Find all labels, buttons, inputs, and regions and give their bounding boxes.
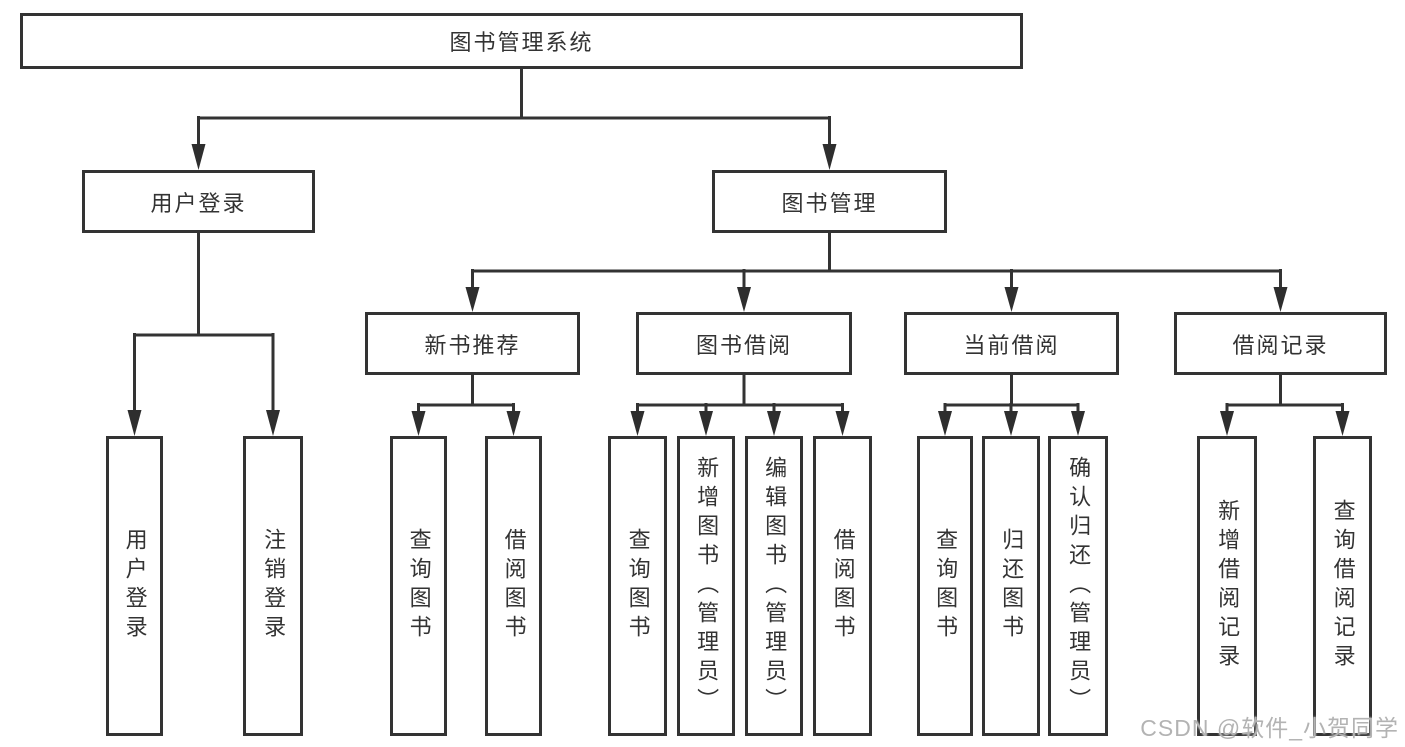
leaf-borrowing-borrow-books: 借阅图书 — [813, 436, 872, 736]
leaf-borrowing-add-books-admin: 新增图书（管理员） — [677, 436, 735, 736]
leaf-label: 归还图书 — [999, 528, 1025, 644]
leaf-borrowing-edit-books-admin: 编辑图书（管理员） — [745, 436, 803, 736]
leaf-label: 查询借阅记录 — [1330, 499, 1356, 673]
node-library-management-system: 图书管理系统 — [20, 13, 1023, 69]
node-label: 用户登录 — [150, 190, 247, 216]
leaf-current-return-books: 归还图书 — [982, 436, 1040, 736]
node-new-book-recommendation: 新书推荐 — [365, 312, 580, 375]
leaf-records-add-borrow-record: 新增借阅记录 — [1197, 436, 1257, 736]
node-current-borrowing: 当前借阅 — [904, 312, 1119, 375]
leaf-label: 查询图书 — [625, 528, 651, 644]
leaf-newrec-borrow-books: 借阅图书 — [485, 436, 542, 736]
leaf-label: 注销登录 — [261, 528, 287, 644]
leaf-label: 查询图书 — [406, 528, 432, 644]
leaf-logout-login: 注销登录 — [243, 436, 303, 736]
node-label: 图书管理 — [781, 190, 878, 216]
leaf-label: 借阅图书 — [830, 528, 856, 644]
leaf-current-confirm-return-admin: 确认归还（管理员） — [1048, 436, 1108, 736]
node-label: 当前借阅 — [963, 332, 1060, 358]
node-label: 借阅记录 — [1232, 332, 1329, 358]
leaf-label: 编辑图书（管理员） — [762, 455, 788, 717]
csdn-watermark: CSDN @软件_小贺同学 — [1140, 715, 1399, 741]
leaf-borrowing-query-books: 查询图书 — [608, 436, 667, 736]
node-book-management: 图书管理 — [712, 170, 947, 233]
leaf-label: 确认归还（管理员） — [1066, 455, 1092, 717]
leaf-label: 借阅图书 — [501, 528, 527, 644]
leaf-label: 新增借阅记录 — [1215, 499, 1241, 673]
leaf-newrec-query-books: 查询图书 — [390, 436, 447, 736]
node-label: 图书管理系统 — [449, 30, 594, 55]
node-borrowing-records: 借阅记录 — [1174, 312, 1387, 375]
node-label: 新书推荐 — [424, 332, 521, 358]
node-book-borrowing: 图书借阅 — [636, 312, 852, 375]
leaf-user-login: 用户登录 — [106, 436, 163, 736]
leaf-label: 查询图书 — [933, 528, 959, 644]
leaf-label: 用户登录 — [122, 528, 148, 644]
node-label: 图书借阅 — [695, 332, 792, 358]
leaf-current-query-books: 查询图书 — [917, 436, 973, 736]
node-user-login: 用户登录 — [82, 170, 315, 233]
leaf-label: 新增图书（管理员） — [694, 455, 720, 717]
leaf-records-query-borrow-record: 查询借阅记录 — [1313, 436, 1372, 736]
